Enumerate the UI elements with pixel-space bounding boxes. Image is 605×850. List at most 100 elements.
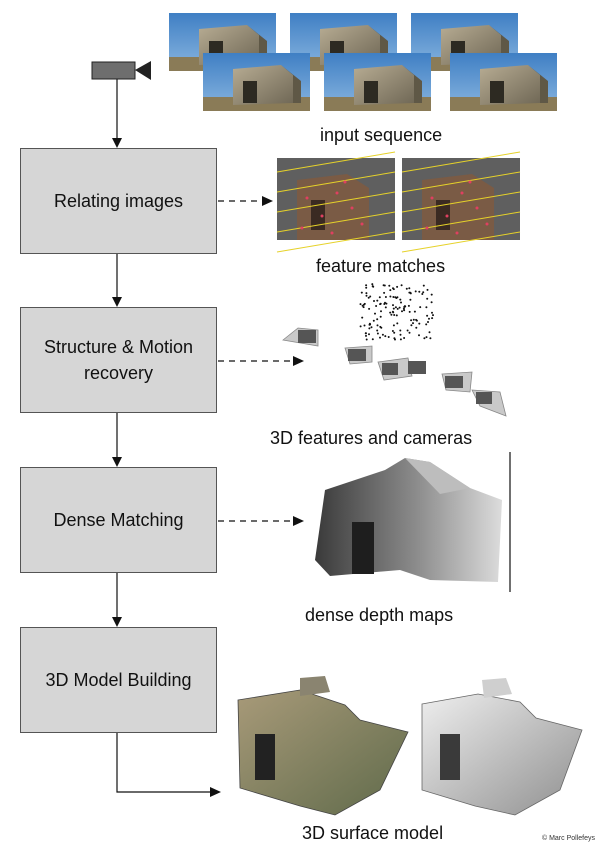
cloud-point (410, 324, 413, 327)
cloud-point (383, 291, 386, 294)
step-label: 3D Model Building (45, 670, 192, 690)
cloud-point (407, 304, 410, 307)
cloud-point (391, 330, 394, 332)
cloud-point (380, 310, 382, 313)
cloud-point (369, 295, 372, 298)
cloud-point (427, 321, 429, 323)
cloud-point (390, 313, 393, 316)
shaded-model (421, 678, 583, 816)
cloud-point (415, 326, 418, 329)
cloud-point (365, 294, 368, 297)
cloud-point (414, 290, 417, 293)
cloud-point (412, 318, 415, 321)
cloud-point (376, 332, 379, 335)
cloud-point (400, 301, 402, 304)
cloud-point (408, 310, 411, 313)
cloud-point (379, 315, 382, 318)
cloud-point (429, 337, 432, 340)
cloud-point (379, 336, 381, 339)
cloud-point (423, 337, 426, 340)
cloud-point (399, 333, 402, 336)
cloud-point (365, 284, 368, 287)
caption-feature-matches: feature matches (316, 256, 446, 276)
cloud-point (360, 291, 363, 294)
cloud-point (403, 309, 406, 312)
cloud-point (426, 297, 429, 300)
arrow-model-to-surface (116, 733, 210, 793)
cloud-point (399, 298, 402, 301)
cloud-point (383, 284, 386, 287)
cloud-point (430, 301, 433, 304)
cloud-point (418, 322, 421, 325)
cloud-point (364, 332, 367, 335)
cloud-point (395, 314, 398, 317)
cloud-point (396, 285, 399, 288)
cloud-point (431, 311, 433, 314)
cloud-point (379, 325, 382, 328)
step-dense-matching: Dense Matching (20, 467, 217, 573)
cloud-point (401, 310, 403, 313)
cloud-point (418, 334, 420, 337)
arrowhead (112, 457, 122, 467)
cloud-point (415, 318, 418, 321)
cloud-point (426, 314, 429, 317)
cloud-point (394, 306, 397, 309)
cloud-point (378, 296, 381, 299)
cloud-point (381, 333, 384, 336)
cloud-point (402, 307, 405, 310)
cloud-point (392, 304, 394, 307)
cloud-point (425, 336, 428, 339)
cloud-point (432, 314, 434, 317)
cloud-point (368, 322, 371, 325)
cloud-point (408, 287, 411, 290)
cloud-point (409, 298, 412, 301)
cloud-point (365, 334, 367, 337)
caption-3d-surface-model: 3D surface model (302, 823, 444, 843)
cloud-point (403, 337, 406, 339)
cloud-point (371, 283, 374, 286)
cloud-point (396, 322, 399, 325)
cloud-point (405, 287, 408, 290)
cloud-point (430, 293, 433, 296)
cloud-point (412, 322, 414, 325)
cloud-point (368, 307, 371, 310)
cloud-point (384, 306, 387, 309)
arrowhead (293, 516, 304, 526)
cloud-point (379, 302, 382, 305)
cloud-point (361, 316, 364, 319)
cloud-point (365, 338, 368, 341)
cloud-point (392, 296, 395, 298)
cloud-point (421, 293, 424, 295)
cloud-point (373, 300, 375, 302)
cloud-point (384, 335, 387, 338)
arrowhead (112, 138, 122, 148)
cloud-point (422, 291, 425, 294)
cloud-point (393, 314, 396, 316)
step-label-line1: Structure & Motion (43, 337, 194, 357)
cloud-point (376, 329, 379, 332)
step-relating-images: Relating images (20, 148, 217, 254)
cloud-point (425, 323, 428, 326)
caption-3d-features-cameras: 3D features and cameras (270, 428, 473, 448)
cloud-point (395, 297, 398, 299)
cloud-point (418, 290, 421, 293)
cloud-point (363, 324, 366, 327)
caption-dense-depth-maps: dense depth maps (305, 605, 454, 625)
cloud-point (425, 306, 428, 309)
caption-input-sequence: input sequence (320, 125, 443, 145)
step-label: Relating images (53, 191, 184, 211)
cloud-point (372, 319, 375, 322)
cloud-point (388, 284, 391, 287)
cloud-point (400, 284, 403, 287)
arrowhead (210, 787, 221, 797)
cloud-point (359, 325, 362, 328)
cloud-point (389, 295, 392, 298)
cloud-point (399, 329, 402, 332)
cloud-point (375, 305, 378, 307)
cloud-point (396, 307, 399, 310)
